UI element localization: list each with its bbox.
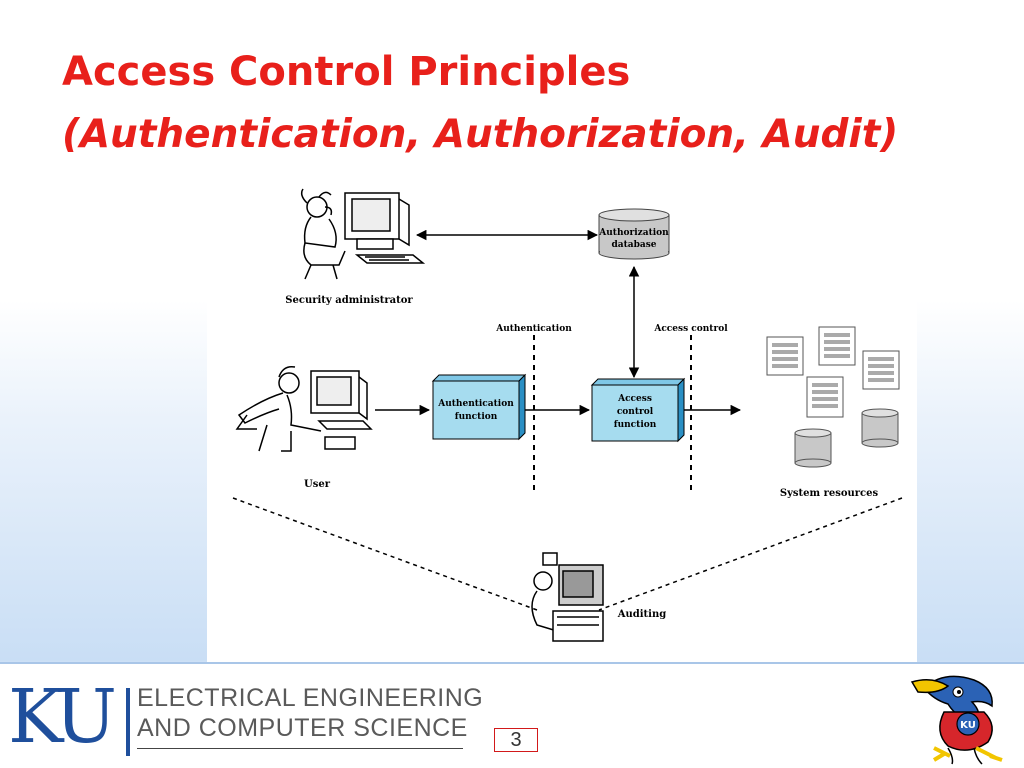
access-control-function-label-line2: control xyxy=(617,407,654,417)
jayhawk-mascot-icon: KU xyxy=(910,675,1003,765)
security-administrator-label: Security administrator xyxy=(285,295,413,306)
auditor-icon xyxy=(531,552,604,642)
security-administrator-icon xyxy=(300,188,426,280)
authorization-database-label-line2: database xyxy=(611,240,656,250)
authentication-function-box xyxy=(431,373,527,441)
authorization-database-label-line1: Authorization xyxy=(598,228,669,238)
user-icon xyxy=(235,365,373,452)
access-control-diagram: Security administrator Authorization dat… xyxy=(207,185,917,663)
department-name-line2: AND COMPUTER SCIENCE xyxy=(137,714,468,742)
auditing-label: Auditing xyxy=(617,609,667,620)
department-underline xyxy=(137,748,463,749)
authorization-database-icon xyxy=(598,208,670,260)
system-resources-label: System resources xyxy=(780,488,879,499)
audit-line-right xyxy=(598,497,903,611)
access-control-label: Access control xyxy=(653,324,728,334)
authentication-label: Authentication xyxy=(495,324,572,334)
department-name-line1: ELECTRICAL ENGINEERING xyxy=(137,684,484,712)
audit-line-left xyxy=(232,497,538,611)
page-number: 3 xyxy=(494,728,538,752)
document-resource-icon xyxy=(766,326,900,418)
access-control-function-label-line3: function xyxy=(614,420,657,430)
authentication-function-label-line1: Authentication xyxy=(437,399,514,409)
slide-subtitle: (Authentication, Authorization, Audit) xyxy=(62,112,899,157)
jayhawk-badge-text: KU xyxy=(960,720,976,731)
access-control-function-label-line1: Access xyxy=(617,394,652,404)
access-control-function-box xyxy=(590,377,686,443)
footer xyxy=(0,664,1024,768)
database-resource-icon xyxy=(794,408,899,468)
user-label: User xyxy=(304,479,331,490)
slide-title: Access Control Principles xyxy=(62,49,631,95)
footer-divider xyxy=(0,662,1024,664)
ku-logo-divider xyxy=(126,688,130,756)
ku-logo: KU xyxy=(8,674,117,760)
authentication-function-label-line2: function xyxy=(455,412,498,422)
